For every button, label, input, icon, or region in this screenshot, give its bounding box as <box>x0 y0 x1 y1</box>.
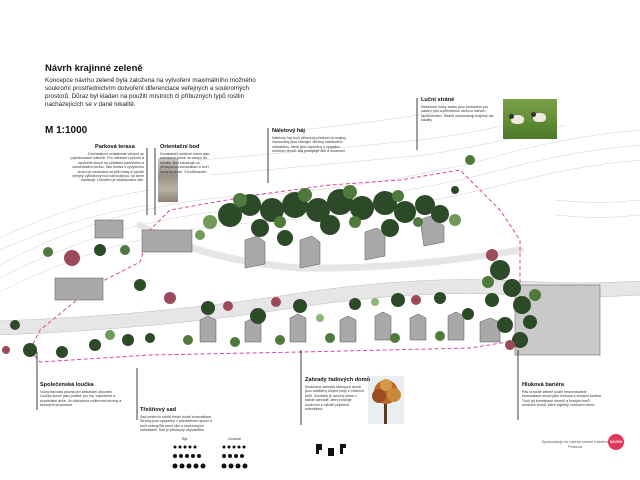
sheep-icon <box>533 113 546 122</box>
zone-text-hlukova-bariera: Pás vzrostlé zeleně podél frekventované … <box>522 390 602 408</box>
buildings <box>54 215 601 356</box>
noise-barrier-trees <box>482 249 541 350</box>
school-logo: NÁVRH <box>608 434 624 450</box>
zone-text-zahrady: Soukromé zahrady řadových domů jsou oddě… <box>305 385 365 412</box>
zone-text-orientacni-bod: Dominantní solitérní strom jako orientač… <box>160 152 210 174</box>
column-tree-photo <box>158 158 178 202</box>
legend-label-left: Byt <box>182 437 188 441</box>
grove-trees <box>195 185 461 246</box>
sheep-head-icon <box>509 114 514 119</box>
building <box>54 277 104 301</box>
zone-text-parkova-terasa: Dochádkové vzdálenost veřejné se pojmeno… <box>70 152 144 183</box>
concept-text: Koncepce návrhu zeleně byla založena na … <box>45 77 256 108</box>
zone-title-zahrady: Zahrady řadových domů <box>305 377 370 383</box>
sheep-head-icon <box>531 112 536 117</box>
author-credit: Spolucestuje ke návrhu zeleně Kateřina P… <box>541 440 609 449</box>
callout-lines <box>36 98 519 425</box>
row-houses-lower <box>199 311 501 343</box>
sheep-photo <box>503 99 557 139</box>
plot-boundary <box>29 169 521 363</box>
zone-text-spolecenska-loucka: Volná travnatá plocha pro setkávání obyv… <box>40 390 122 408</box>
meadow-trees <box>2 244 155 358</box>
zone-title-lucni-strane: Luční stráně <box>421 97 455 103</box>
scale-label: M 1:1000 <box>45 125 88 136</box>
building <box>141 229 193 253</box>
zone-title-tresnovy-sad: Třešňový sad <box>140 407 177 413</box>
zone-title-spolecenska-loucka: Společenská loučka <box>40 382 94 388</box>
fruit-tree-photo <box>368 376 404 424</box>
zone-text-naletovy-haj: Náletový háj tvoří přirozený přechod do … <box>272 136 347 154</box>
building <box>94 219 124 239</box>
page-title: Návrh krajinné zeleně <box>45 63 143 74</box>
zone-title-hlukova-bariera: Hluková bariéra <box>522 382 564 388</box>
zone-title-naletovy-haj: Náletový háj <box>272 128 305 134</box>
legend-label-right: Ovocné <box>228 437 242 441</box>
row-houses-upper <box>244 215 445 269</box>
fruit-tree-icon <box>372 379 401 424</box>
legend-glyphs <box>172 444 346 469</box>
orchard-trees <box>164 292 474 347</box>
zone-title-orientacni-bod: Orientační bod <box>160 144 200 150</box>
meadow-slope-trees <box>451 155 475 194</box>
zone-text-tresnovy-sad: Sad místních odrůd třešní podél komunika… <box>140 415 213 433</box>
zone-text-lucni-strane: Nesečené louky svahu jsou prostorem pro … <box>421 105 494 123</box>
zone-title-parkova-terasa: Parková terasa <box>95 144 135 150</box>
sheep-icon <box>511 115 524 124</box>
